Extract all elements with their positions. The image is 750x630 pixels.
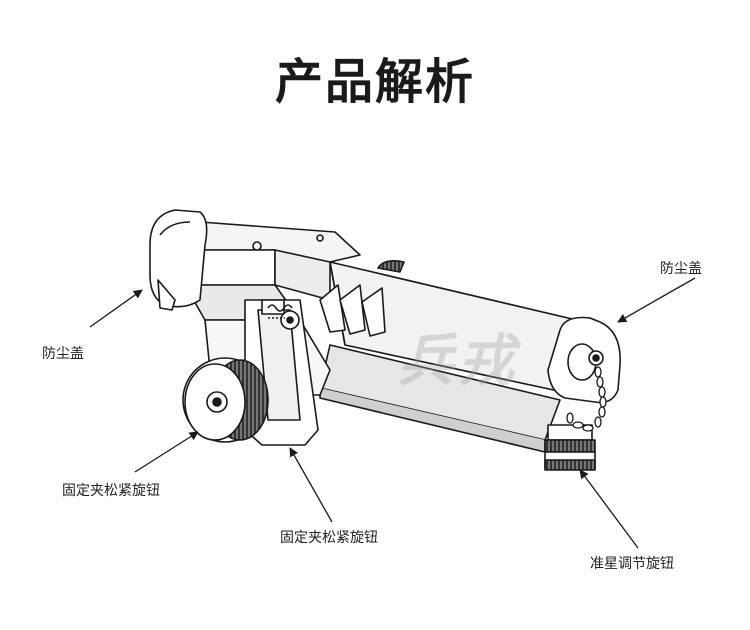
- arrow-clamp-knob-left: [134, 431, 199, 473]
- arrow-clamp-knob-center: [289, 447, 333, 523]
- label-dust-cover-left: 防尘盖: [42, 346, 84, 362]
- callout-lines: [89, 277, 696, 549]
- left-end-cap: [149, 209, 208, 308]
- sight-adjust-knob: [544, 424, 596, 471]
- chain: [566, 366, 607, 432]
- prism-ribs: [319, 284, 386, 337]
- scope-body: [149, 209, 621, 471]
- watermark-text: 兵戎: [398, 329, 518, 394]
- arrow-dust-cover-left: [89, 289, 143, 328]
- label-sight-knob: 准星调节旋钮: [590, 556, 674, 572]
- label-dust-cover-right: 防尘盖: [660, 261, 702, 277]
- arrow-sight-knob: [579, 469, 639, 549]
- arrow-dust-cover-right: [617, 277, 696, 323]
- label-clamp-knob-left: 固定夹松紧旋钮: [62, 483, 160, 499]
- page-title: 产品解析: [274, 54, 475, 110]
- left-clamp-knob: [182, 357, 269, 443]
- label-clamp-knob-center: 固定夹松紧旋钮: [280, 530, 378, 546]
